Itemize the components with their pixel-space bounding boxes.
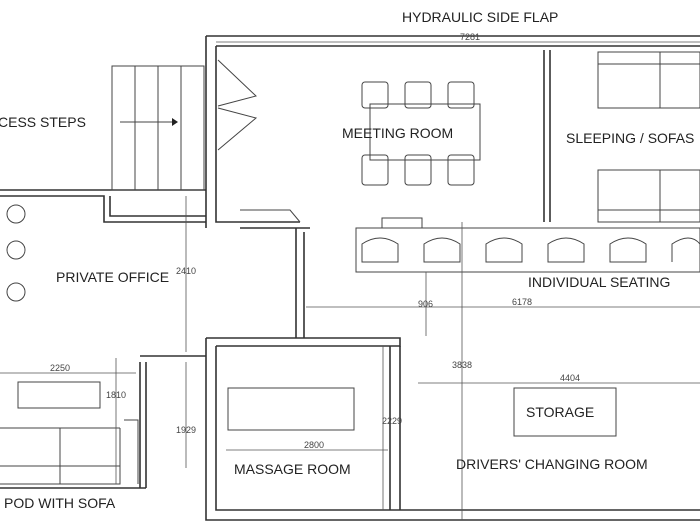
office-stool [6, 204, 26, 224]
label-sleeping-sofas: SLEEPING / SOFAS [566, 130, 694, 146]
access-steps [111, 65, 205, 191]
label-drivers-changing-room: DRIVERS' CHANGING ROOM [456, 456, 648, 472]
dim-seating-gap: 906 [418, 299, 433, 309]
label-access-steps: CESS STEPS [0, 114, 86, 130]
label-massage-room: MASSAGE ROOM [234, 461, 351, 477]
dim-overall-length: 7281 [460, 32, 480, 42]
office-stool [6, 240, 26, 260]
label-individual-seating: INDIVIDUAL SEATING [528, 274, 670, 290]
label-storage: STORAGE [526, 404, 594, 420]
dim-changing-height: 3838 [452, 360, 472, 370]
label-meeting-room: MEETING ROOM [342, 125, 453, 141]
massage-table [227, 387, 355, 431]
individual-seating [355, 217, 700, 273]
door [217, 59, 258, 151]
meeting-table [361, 81, 481, 186]
dim-seating-length: 6178 [512, 297, 532, 307]
label-private-office: PRIVATE OFFICE [56, 269, 169, 285]
arrow-icon [172, 118, 178, 126]
dimension-lines [0, 41, 700, 520]
dim-changing-width: 4404 [560, 373, 580, 383]
dim-massage-width: 2800 [304, 440, 324, 450]
dim-massage-height: 2229 [382, 416, 402, 426]
sofas [597, 51, 700, 223]
pod-sofa [0, 381, 139, 485]
dim-pod-height: 1810 [106, 390, 126, 400]
storage-unit [513, 387, 617, 437]
office-stool [6, 282, 26, 302]
door [240, 209, 301, 223]
dim-corridor-height: 1929 [176, 425, 196, 435]
dim-office-height: 2410 [176, 266, 196, 276]
dim-pod-width: 2250 [50, 363, 70, 373]
label-hydraulic-side-flap: HYDRAULIC SIDE FLAP [402, 9, 558, 25]
label-pod-with-sofa: POD WITH SOFA [4, 495, 116, 511]
